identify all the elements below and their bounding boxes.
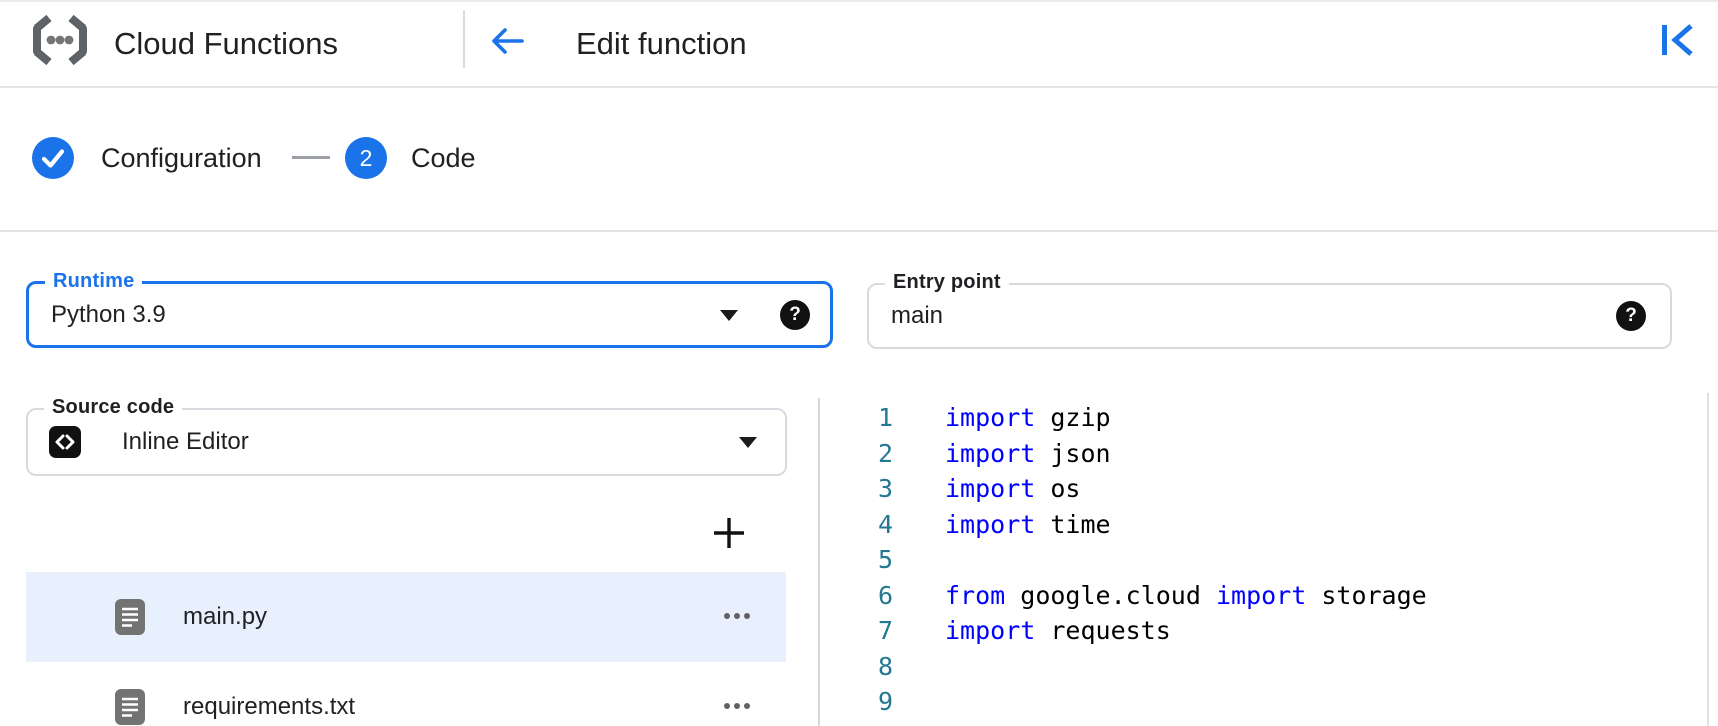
code-line: import requests [945,616,1171,646]
cloud-functions-logo-icon [33,14,87,66]
line-number: 3 [877,474,893,504]
header-divider [463,10,465,68]
entry-point-help-button[interactable]: ? [1616,301,1646,331]
file-row-requirements-txt[interactable]: requirements.txt [26,662,786,726]
editor-line: 5 [820,542,1706,578]
source-code-label: Source code [44,396,183,419]
page-title: Edit function [576,26,747,61]
line-number: 4 [877,509,893,539]
line-number: 5 [877,545,893,575]
runtime-value: Python 3.9 [51,300,166,328]
collapse-panel-button[interactable] [1658,22,1698,58]
step-code-label[interactable]: Code [411,142,476,173]
source-code-select[interactable]: Source code Inline Editor [26,396,787,476]
entry-point-field[interactable]: Entry point main ? [867,271,1672,349]
editor-line: 9 [820,684,1706,720]
file-menu-button[interactable] [724,613,750,619]
editor-lines: 1 import gzip 2 import json 3 import os 4 impor… [820,400,1706,720]
editor-line: 7 import requests [820,613,1706,649]
back-arrow-icon [492,28,524,54]
step-configuration-label[interactable]: Configuration [101,142,262,173]
line-number: 1 [877,403,893,433]
file-row-main-py[interactable]: main.py [26,572,786,662]
editor-right-border [1707,393,1709,726]
runtime-label: Runtime [45,270,143,293]
chevron-down-icon [739,437,757,448]
line-number: 9 [877,687,893,717]
step-connector [292,156,330,159]
editor-line: 8 [820,649,1706,685]
editor-line: 2 import json [820,436,1706,472]
editor-line: 3 import os [820,471,1706,507]
runtime-select[interactable]: Runtime Python 3.9 ? [26,270,833,348]
pane-divider [818,398,820,726]
add-file-button[interactable] [711,515,747,551]
file-name: requirements.txt [183,693,356,720]
code-line: from google.cloud import storage [945,580,1427,610]
inline-editor-icon [49,426,81,458]
line-number: 6 [877,580,893,610]
file-icon [115,599,145,635]
line-number: 2 [877,438,893,468]
line-number: 8 [877,651,893,681]
collapse-panel-icon [1662,24,1693,56]
header: Cloud Functions Edit function [0,2,1718,88]
back-button[interactable] [487,21,527,61]
code-line: import time [945,509,1111,539]
code-line: import json [945,438,1111,468]
runtime-help-button[interactable]: ? [780,299,810,330]
entry-point-value: main [891,302,944,329]
code-editor[interactable]: 1 import gzip 2 import json 3 import os 4 impor… [820,400,1706,720]
file-menu-button[interactable] [724,703,750,709]
editor-line: 4 import time [820,507,1706,543]
file-icon [115,689,145,725]
product-name: Cloud Functions [114,26,339,61]
code-line: import os [945,474,1081,504]
source-code-value: Inline Editor [122,428,249,455]
code-line: import gzip [945,403,1111,433]
editor-line: 6 from google.cloud import storage [820,578,1706,614]
line-number: 7 [877,616,893,646]
section-divider [0,230,1718,232]
chevron-down-icon [720,309,738,321]
entry-point-label: Entry point [885,271,1009,294]
step-configuration-indicator[interactable] [32,137,74,179]
file-name: main.py [183,603,268,630]
top-hairline [0,0,1718,2]
check-icon [41,149,65,168]
plus-icon [714,518,744,548]
step-code-indicator[interactable]: 2 [345,137,387,179]
editor-line: 1 import gzip [820,400,1706,436]
